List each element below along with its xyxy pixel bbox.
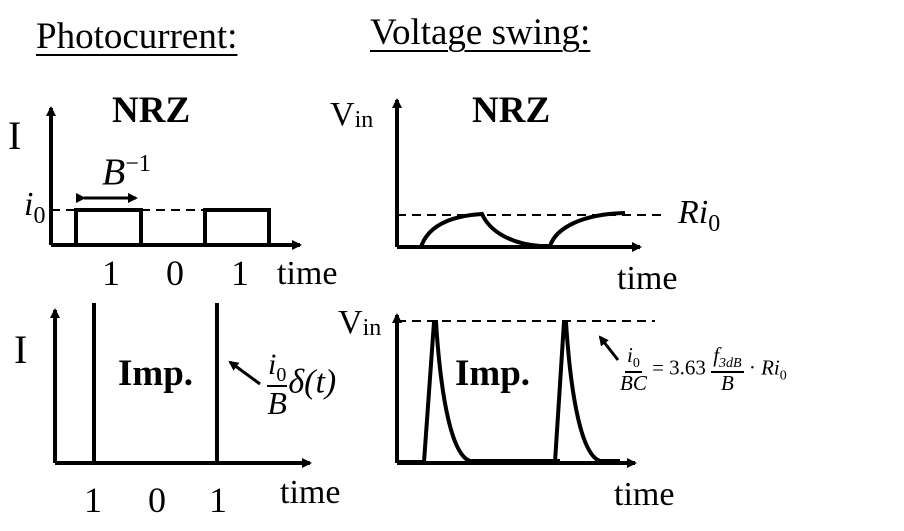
- impulse-annotation-arrow: [228, 360, 261, 386]
- nrz-current-title: NRZ: [112, 90, 191, 131]
- eq-annotation-arrow: [598, 335, 620, 361]
- imp-current-plot: [50, 303, 312, 468]
- imp-current-y-label: I: [14, 327, 28, 372]
- imp-current-bit-2: 0: [148, 480, 166, 520]
- nrz-voltage-plot: [392, 98, 665, 252]
- impulse-annotation: i0 B δ(t): [267, 348, 337, 421]
- nrz-voltage-waveform: [397, 211, 626, 249]
- nrz-current-level-label: i0: [24, 186, 46, 229]
- nrz-voltage-level-label: Ri0: [678, 194, 721, 237]
- imp-voltage-pulse-1: [397, 320, 560, 464]
- nrz-voltage-title: NRZ: [472, 90, 551, 131]
- imp-current-x-label: time: [280, 474, 341, 511]
- nrz-voltage-y-label: Vin: [330, 96, 374, 133]
- nrz-current-plot: [46, 106, 302, 250]
- nrz-current-bit-2: 0: [166, 253, 184, 293]
- imp-voltage-y-label: Vin: [338, 304, 382, 341]
- imp-current-bit-1: 1: [84, 480, 102, 520]
- nrz-current-y-label: I: [8, 113, 22, 158]
- imp-voltage-x-label: time: [614, 476, 675, 513]
- nrz-current-bit-1: 1: [102, 253, 120, 293]
- imp-current-bit-3: 1: [209, 480, 227, 520]
- imp-voltage-pulse-2: [553, 320, 620, 463]
- nrz-current-x-label: time: [277, 255, 338, 292]
- voltage-swing-heading: Voltage swing:: [370, 12, 591, 53]
- peak-voltage-equation: i0 BC = 3.63 f3dB B · Ri0: [620, 343, 787, 396]
- bit-period-label: B−1: [102, 151, 151, 194]
- photocurrent-heading: Photocurrent:: [36, 16, 238, 57]
- imp-voltage-title: Imp.: [455, 353, 531, 394]
- nrz-voltage-x-label: time: [617, 260, 678, 297]
- nrz-current-bit-3: 1: [231, 253, 249, 293]
- imp-current-title: Imp.: [118, 353, 194, 394]
- nrz-current-waveform: [51, 208, 271, 247]
- imp-voltage-plot: [392, 313, 655, 468]
